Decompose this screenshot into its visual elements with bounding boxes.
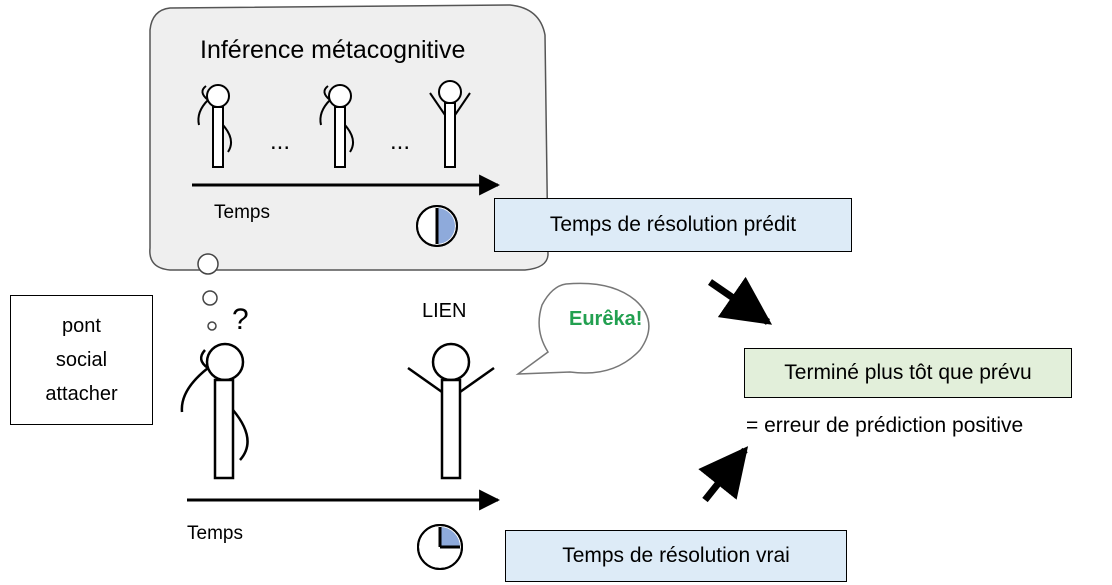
thought-dot-medium [202, 290, 218, 306]
words-box: pont social attacher [10, 295, 153, 425]
arrow-predicted-to-result [708, 276, 773, 325]
word-3: attacher [45, 383, 118, 405]
thought-title: Inférence métacognitive [200, 36, 466, 64]
thought-cloud [149, 4, 549, 271]
time-label-bottom: Temps [187, 523, 243, 544]
thought-dot-small [207, 321, 217, 331]
stick-figure-thinking-2 [319, 84, 355, 168]
time-label-top: Temps [214, 202, 270, 223]
result-box: Terminé plus tôt que prévu [744, 348, 1072, 398]
speech-bubble [515, 282, 650, 375]
clock-predicted [416, 205, 458, 247]
eureka-text: Eurêka! [569, 308, 643, 330]
stick-figure-thinking-large [180, 342, 249, 480]
ellipsis-2: ... [390, 128, 411, 155]
stick-figure-thinking-1 [197, 84, 233, 168]
result-label: Terminé plus tôt que prévu [784, 361, 1032, 384]
predicted-time-box: Temps de résolution prédit [494, 198, 852, 252]
true-time-box: Temps de résolution vrai [505, 530, 847, 582]
result-note: = erreur de prédiction positive [746, 414, 1024, 437]
word-2: social [55, 349, 108, 371]
stick-figure-arms-up-small [429, 80, 471, 168]
true-time-label: Temps de résolution vrai [562, 544, 790, 567]
clock-true [417, 524, 463, 570]
arrow-true-to-result [698, 446, 749, 503]
ellipsis-1: ... [270, 128, 291, 155]
question-mark: ? [232, 303, 249, 336]
predicted-time-label: Temps de résolution prédit [549, 213, 797, 236]
thought-dot-large [197, 253, 219, 275]
word-1: pont [62, 315, 101, 337]
stick-figure-arms-up-large [407, 342, 495, 480]
lien-label: LIEN [422, 300, 467, 322]
